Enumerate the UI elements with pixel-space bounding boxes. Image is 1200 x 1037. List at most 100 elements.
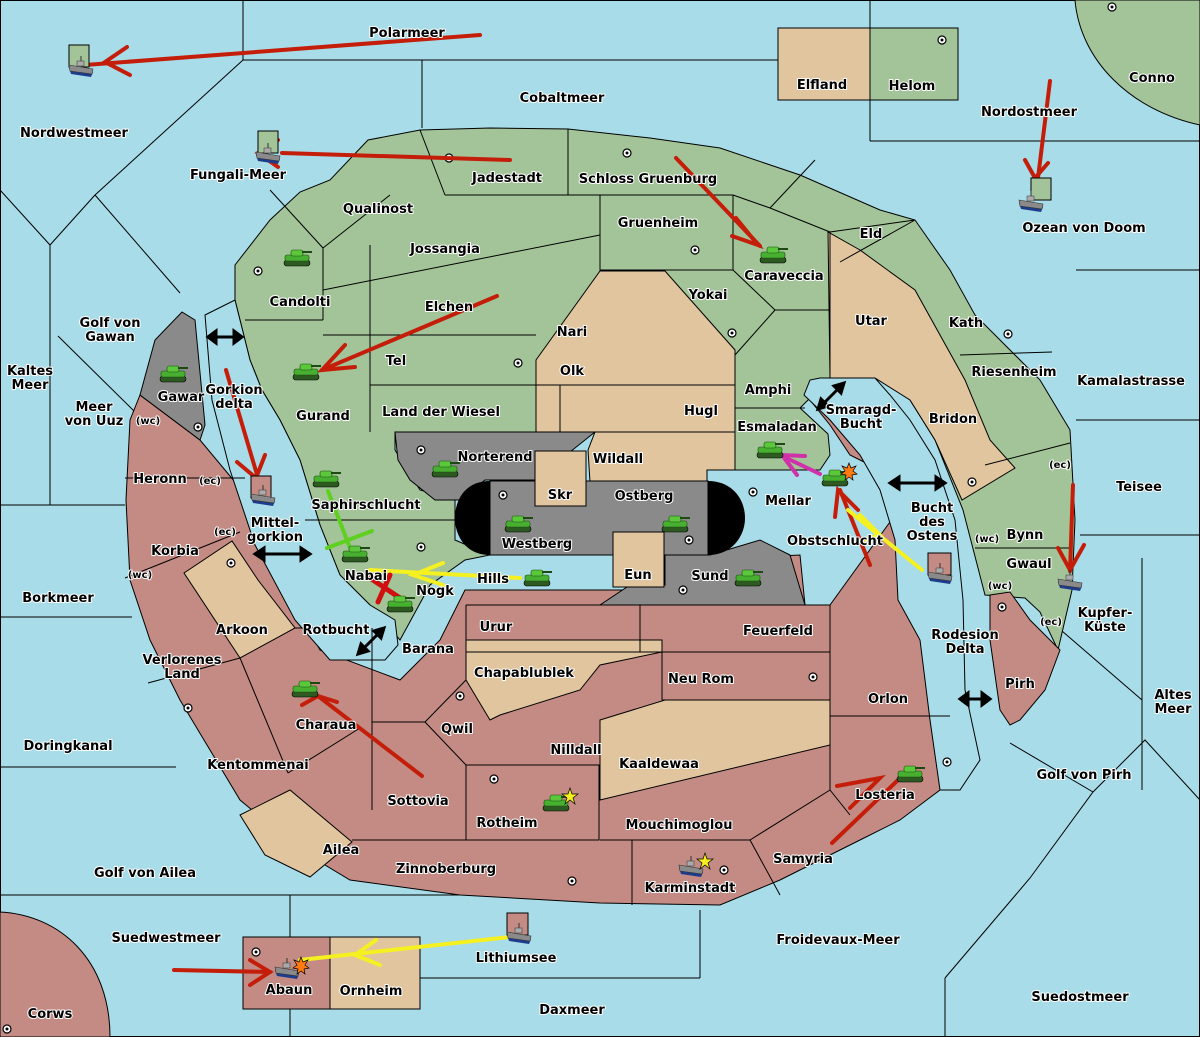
tank-icon[interactable] [821, 469, 850, 487]
ship-icon[interactable] [1018, 191, 1044, 212]
label-corws: Corws [28, 1007, 73, 1022]
tank-icon[interactable] [341, 545, 370, 563]
impassable-west [455, 481, 490, 555]
orders [83, 33, 1086, 987]
label-gwaul-wc: (wc) [988, 581, 1012, 592]
supply-center-icon [489, 774, 499, 784]
tank-icon[interactable] [431, 460, 460, 478]
label-froidevaux: Froidevaux-Meer [776, 933, 900, 948]
province-skr-top [534, 450, 587, 507]
tank-icon[interactable] [504, 515, 533, 533]
tank-icon[interactable] [661, 515, 690, 533]
tank-icon[interactable] [759, 246, 788, 264]
ship-icon[interactable] [255, 143, 281, 164]
tank-icon[interactable] [523, 569, 552, 587]
supply-centers [2, 2, 1117, 1034]
label-daxmeer: Daxmeer [539, 1003, 605, 1018]
tank-icon[interactable] [386, 595, 415, 613]
supply-center-icon [967, 477, 977, 487]
province-chapablublek[interactable] [465, 639, 663, 721]
supply-center-icon [690, 245, 700, 255]
province-pirh[interactable] [989, 591, 1061, 726]
supply-center-icon [455, 691, 465, 701]
tank-icon[interactable] [734, 569, 763, 587]
label-westberg: Westberg [502, 537, 572, 552]
province-arkoon[interactable] [183, 540, 296, 659]
label-land-der-wiesel: Land der Wiesel [382, 405, 500, 420]
ship-icon[interactable] [678, 856, 704, 877]
ship-icon[interactable] [250, 485, 276, 506]
label-bynn: Bynn [1007, 528, 1044, 543]
label-mouchimoglou: Mouchimoglou [626, 818, 733, 833]
label-kupfer-2: Küste [1084, 620, 1126, 635]
province-utar-bridon[interactable] [827, 231, 1016, 501]
passage-arrows [205, 328, 993, 708]
supply-center-icon [513, 358, 523, 368]
label-golf-von-ailea: Golf von Ailea [94, 866, 196, 881]
province-conno[interactable] [1074, 0, 1200, 126]
supply-center-icon [719, 865, 729, 875]
supply-center-icon [183, 703, 193, 713]
tank-icon[interactable] [283, 249, 312, 267]
label-mellar: Mellar [765, 494, 811, 509]
label-feuerfeld: Feuerfeld [743, 624, 813, 639]
label-jossangia: Jossangia [409, 242, 480, 257]
label-kath: Kath [949, 316, 983, 331]
label-kupfer-1: Kupfer- [1078, 606, 1133, 621]
province-borders [124, 129, 1071, 905]
tank-icon[interactable] [756, 441, 785, 459]
tank-icon[interactable] [896, 765, 925, 783]
label-gorkion-1: Gorkion [205, 383, 262, 398]
province-corws[interactable] [0, 911, 111, 1037]
label-riesenheim: Riesenheim [971, 365, 1056, 380]
label-samyria: Samyria [773, 852, 833, 867]
label-kamalastrasse: Kamalastrasse [1077, 374, 1185, 389]
label-bucht-1: Bucht [911, 501, 953, 516]
label-nabai: Nabai [345, 569, 387, 584]
label-verlorenes-2: Land [164, 667, 200, 682]
label-skr: Skr [548, 488, 573, 503]
label-esmaladan: Esmaladan [737, 420, 817, 435]
label-smaragd-1: Smaragd- [826, 403, 897, 418]
province-ailea[interactable] [239, 789, 353, 878]
supply-center-icon [937, 35, 947, 45]
label-orlon: Orlon [868, 692, 908, 707]
label-bucht-2: des [919, 515, 945, 530]
supply-center-icon [2, 1024, 12, 1034]
label-hills: Hills [477, 572, 509, 587]
tank-icon[interactable] [159, 365, 188, 383]
ship-icon[interactable] [274, 958, 300, 979]
ship-icon[interactable] [1057, 570, 1083, 591]
label-gwaul: Gwaul [1006, 557, 1051, 572]
ship-icon[interactable] [927, 563, 953, 584]
labels: Polarmeer Nordwestmeer Cobaltmeer Fungal… [6, 25, 1193, 1023]
label-tel: Tel [386, 354, 406, 369]
cut-marker [367, 572, 403, 605]
label-rodesion-1: Rodesion [931, 628, 998, 643]
sea-mittelgorkion[interactable] [204, 299, 399, 661]
label-gawar: Gawar [158, 390, 205, 405]
tank-icon[interactable] [312, 470, 341, 488]
tank-icon[interactable] [542, 794, 571, 812]
supply-center-icon [416, 542, 426, 552]
label-nari: Nari [557, 325, 588, 340]
label-olk: Olk [560, 364, 585, 379]
supply-center-icon [498, 490, 508, 500]
label-rotheim: Rotheim [476, 816, 537, 831]
label-elchen: Elchen [425, 300, 473, 315]
label-nordwestmeer: Nordwestmeer [20, 126, 128, 141]
ship-icon[interactable] [506, 923, 532, 944]
tank-icon[interactable] [291, 680, 320, 698]
label-gawan-1: Golf von [80, 316, 141, 331]
supply-center-icon [251, 947, 261, 957]
supply-center-icon [416, 445, 426, 455]
label-uuz-1: Meer [76, 400, 114, 415]
label-golf-von-pirh: Golf von Pirh [1036, 768, 1131, 783]
label-neu-rom: Neu Rom [668, 672, 734, 687]
ship-icon[interactable] [68, 56, 94, 77]
tank-icon[interactable] [292, 363, 321, 381]
label-borkmeer: Borkmeer [22, 591, 94, 606]
label-kaaldewaa: Kaaldewaa [619, 757, 699, 772]
label-korbia: Korbia [151, 544, 199, 559]
